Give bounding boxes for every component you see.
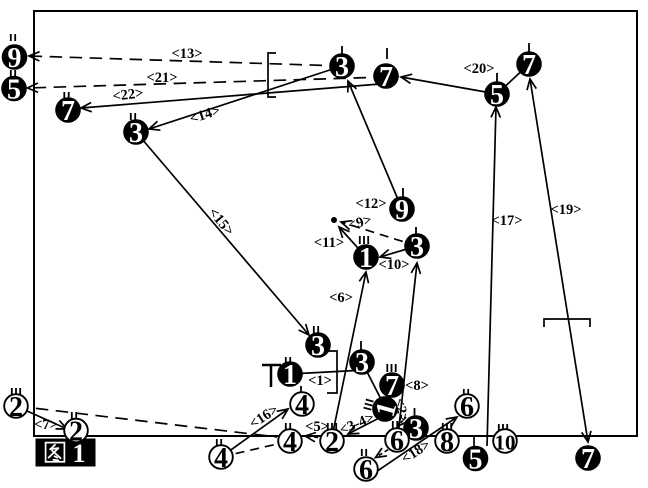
svg-text:<2>: <2> [391,397,411,423]
svg-text:2: 2 [69,417,83,448]
svg-text:6: 6 [460,392,474,423]
svg-text:<7>: <7> [34,417,58,433]
svg-text:<20>: <20> [463,61,494,77]
svg-text:<10>: <10> [378,257,409,273]
svg-text:<17>: <17> [491,213,522,229]
svg-text:9: 9 [8,43,22,74]
svg-text:6: 6 [390,426,404,457]
svg-text:<13>: <13> [171,46,202,62]
svg-text:7: 7 [385,371,399,402]
svg-text:1: 1 [283,360,297,391]
svg-text:<1>: <1> [308,373,332,389]
svg-text:5: 5 [490,80,504,111]
svg-text:7: 7 [581,444,595,475]
svg-text:2: 2 [325,427,339,458]
svg-text:<22>: <22> [112,85,145,105]
svg-text:3: 3 [409,414,423,445]
svg-text:<6>: <6> [329,290,353,306]
svg-text:3: 3 [129,118,143,149]
svg-text:7: 7 [61,96,75,127]
svg-text:8: 8 [440,427,454,458]
svg-text:2: 2 [9,392,23,423]
svg-text:7: 7 [379,62,393,93]
svg-text:7: 7 [522,50,536,81]
svg-text:6: 6 [359,455,373,483]
svg-text:<5>: <5> [305,419,329,435]
svg-text:1: 1 [359,243,373,274]
svg-text:5: 5 [469,445,483,476]
svg-text:<9>: <9> [346,212,373,234]
svg-text:<21>: <21> [146,70,177,86]
svg-text:<11>: <11> [314,235,344,251]
svg-text:9: 9 [395,195,409,226]
svg-text:3: 3 [410,232,424,263]
svg-text:4: 4 [214,443,228,474]
svg-text:4: 4 [295,390,309,421]
svg-text:4: 4 [283,427,297,458]
svg-text:5: 5 [7,75,21,106]
svg-text:10: 10 [495,431,516,455]
svg-text:<12>: <12> [355,196,386,212]
svg-text:3: 3 [335,52,349,83]
svg-text:<19>: <19> [550,202,581,218]
svg-text:<8>: <8> [405,378,429,394]
svg-text:3: 3 [311,331,325,362]
svg-text:3: 3 [355,348,369,379]
svg-text:1: 1 [73,439,86,468]
